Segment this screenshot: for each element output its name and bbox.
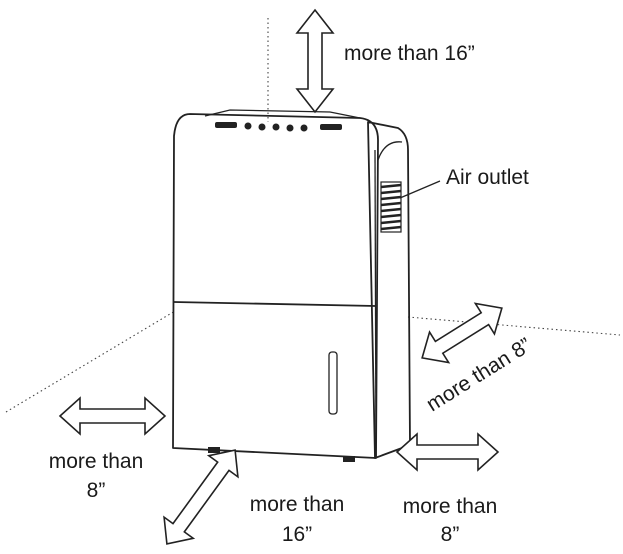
floor-line-right	[407, 316, 621, 336]
air-outlet-grille	[380, 181, 402, 233]
label-left-clearance-line2: 8”	[87, 479, 106, 502]
arrow-top-clearance	[295, 8, 335, 114]
label-front-right-clearance-line1: more than	[403, 495, 498, 518]
unit-front-body	[172, 113, 379, 459]
label-top-clearance: more than 16”	[344, 42, 475, 65]
side-panel-handle	[377, 141, 403, 161]
label-left-clearance-line1: more than	[49, 450, 144, 473]
water-level-window	[328, 351, 338, 415]
unit-foot-right	[343, 456, 355, 462]
label-front-right-clearance-line2: 8”	[441, 523, 460, 546]
arrow-right-clearance	[421, 302, 503, 364]
control-buttons	[215, 122, 342, 132]
label-front-clearance-line1: more than	[250, 493, 345, 516]
air-outlet-pointer	[399, 180, 441, 199]
unit-foot-left	[208, 447, 220, 453]
tank-divider-line	[173, 301, 377, 307]
label-front-clearance-line2: 16”	[282, 523, 312, 546]
control-panel	[204, 109, 361, 119]
arrow-front-clearance	[163, 449, 239, 545]
unit-side-panel	[367, 121, 411, 459]
dehumidifier-unit	[172, 109, 411, 462]
label-air-outlet: Air outlet	[446, 166, 529, 189]
floor-line-left	[5, 310, 176, 413]
arrow-left-clearance	[58, 396, 167, 436]
arrow-front-right-clearance	[395, 432, 500, 472]
